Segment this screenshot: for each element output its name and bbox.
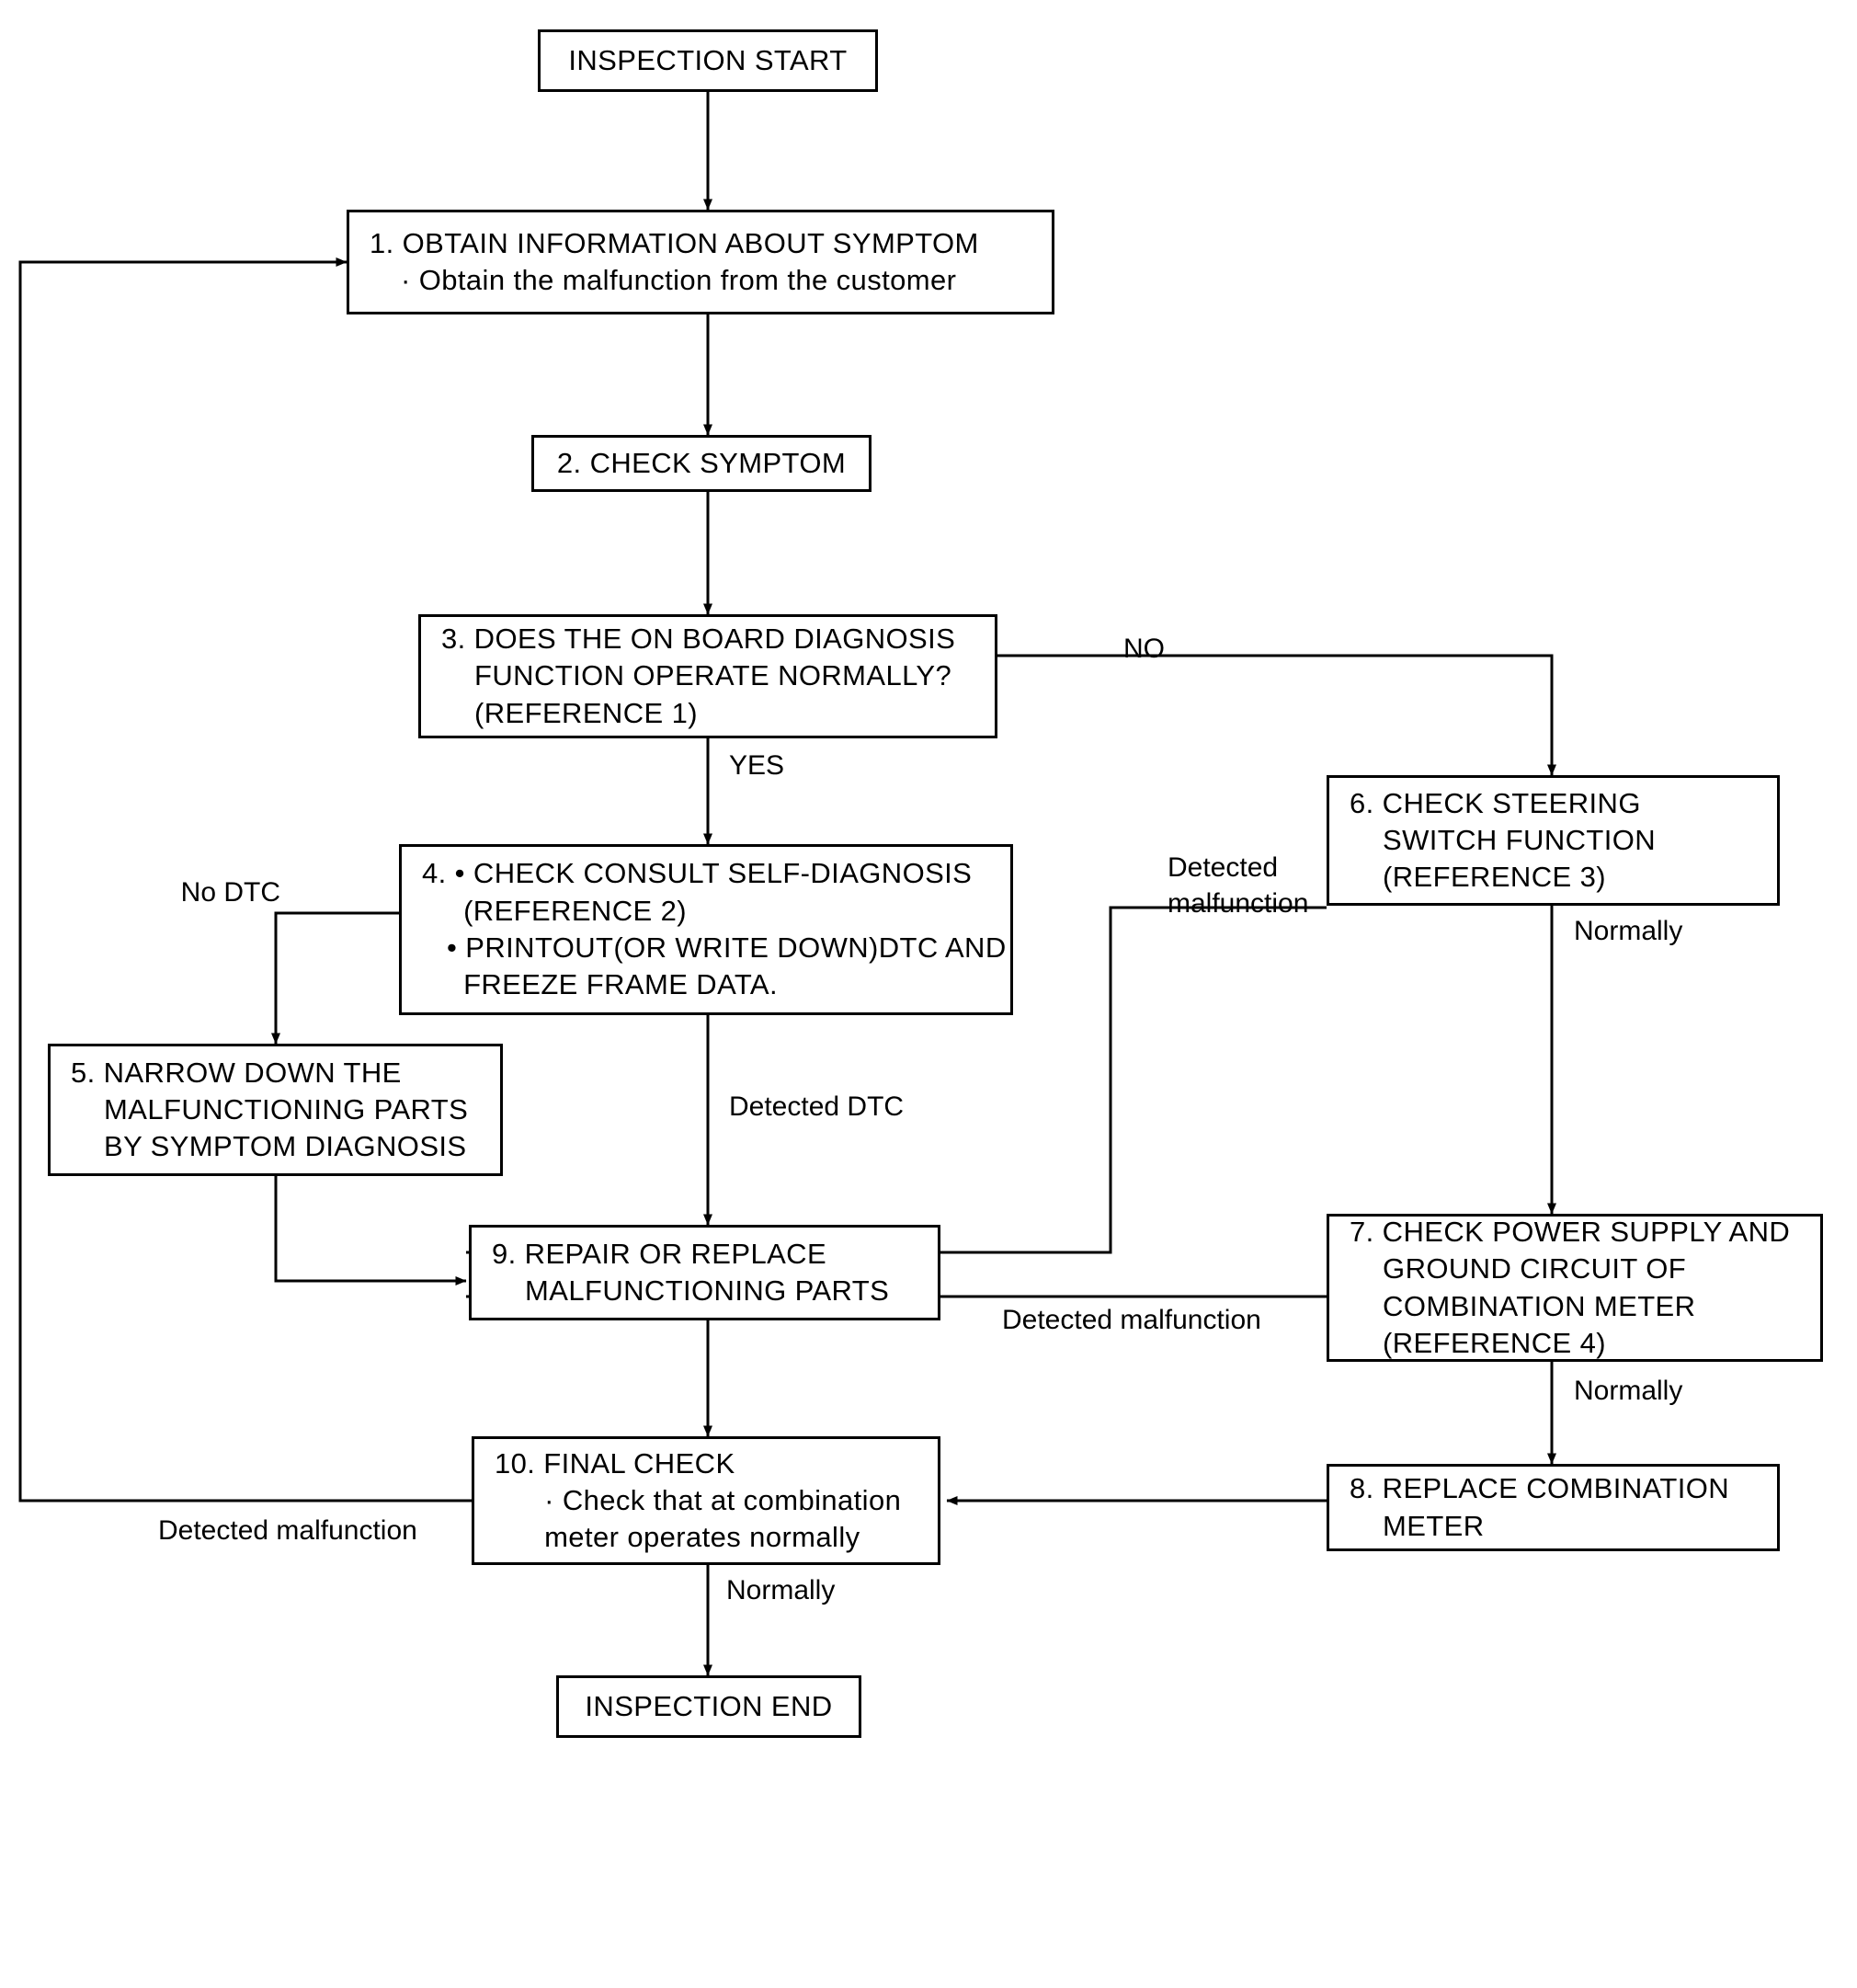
node-step-4-line-3: • PRINTOUT(OR WRITE DOWN)DTC AND	[422, 931, 1007, 964]
node-step-3-line-2: FUNCTION OPERATE NORMALLY?	[441, 659, 952, 692]
node-step-1-obtain-information[interactable]: 1. OBTAIN INFORMATION ABOUT SYMPTOM · Ob…	[347, 210, 1054, 314]
edge-label-detected-malfunction-step6-line-1: Detected	[1168, 852, 1279, 883]
node-step-9-line-2: MALFUNCTIONING PARTS	[492, 1274, 890, 1307]
node-inspection-start-line-1: INSPECTION START	[568, 43, 848, 76]
node-step-7-line-2: GROUND CIRCUIT OF	[1350, 1252, 1687, 1285]
edge-label-yes: YES	[729, 750, 785, 781]
edge-label-no-dtc: No DTC	[180, 877, 280, 908]
node-step-7-line-4: (REFERENCE 4)	[1350, 1326, 1606, 1359]
node-step-1-line-1: 1. OBTAIN INFORMATION ABOUT SYMPTOM	[370, 226, 979, 259]
node-step-8-line-2: METER	[1350, 1509, 1485, 1542]
node-step-6-line-3: (REFERENCE 3)	[1350, 861, 1606, 894]
node-step-8-replace-combination-meter[interactable]: 8. REPLACE COMBINATION METER	[1327, 1464, 1780, 1551]
edge-label-detected-dtc: Detected DTC	[729, 1091, 905, 1122]
node-step-4-consult-self-diagnosis[interactable]: 4. • CHECK CONSULT SELF-DIAGNOSIS (REFER…	[399, 844, 1013, 1015]
edge-step3-to-step6	[997, 654, 1556, 776]
node-inspection-end-line-1: INSPECTION END	[585, 1689, 833, 1722]
node-step-4-line-1: 4. • CHECK CONSULT SELF-DIAGNOSIS	[422, 857, 973, 890]
edge-label-normally-step10: Normally	[726, 1575, 836, 1605]
node-inspection-end[interactable]: INSPECTION END	[556, 1675, 861, 1738]
node-step-10-line-1: 10. FINAL CHECK	[495, 1446, 735, 1480]
node-step-2-line-1: 2. CHECK SYMPTOM	[556, 446, 847, 479]
node-step-4-line-4: FREEZE FRAME DATA.	[422, 968, 778, 1001]
edge-label-detected-malfunction-step6-line-2: malfunction	[1168, 888, 1309, 919]
edge-step4-to-step5	[271, 911, 399, 1045]
node-step-2-check-symptom[interactable]: 2. CHECK SYMPTOM	[531, 435, 872, 492]
node-step-3-on-board-diagnosis[interactable]: 3. DOES THE ON BOARD DIAGNOSIS FUNCTION …	[418, 614, 997, 738]
node-step-8-line-1: 8. REPLACE COMBINATION	[1350, 1472, 1730, 1505]
node-step-6-line-1: 6. CHECK STEERING	[1350, 786, 1641, 819]
node-step-9-repair-or-replace[interactable]: 9. REPAIR OR REPLACE MALFUNCTIONING PART…	[469, 1225, 940, 1320]
node-step-9-line-1: 9. REPAIR OR REPLACE	[492, 1237, 827, 1270]
node-step-5-line-2: MALFUNCTIONING PARTS	[71, 1092, 469, 1125]
node-step-3-line-3: (REFERENCE 1)	[441, 696, 698, 729]
edge-label-detected-malfunction-step10: Detected malfunction	[158, 1515, 417, 1546]
edge-label-no: NO	[1123, 634, 1165, 664]
node-step-5-line-1: 5. NARROW DOWN THE	[71, 1056, 402, 1089]
node-step-7-check-power-supply[interactable]: 7. CHECK POWER SUPPLY AND GROUND CIRCUIT…	[1327, 1214, 1823, 1362]
node-step-10-final-check[interactable]: 10. FINAL CHECK · Check that at combinat…	[472, 1436, 940, 1565]
node-step-5-narrow-down-parts[interactable]: 5. NARROW DOWN THE MALFUNCTIONING PARTS …	[48, 1044, 503, 1176]
node-step-5-line-3: BY SYMPTOM DIAGNOSIS	[71, 1130, 467, 1163]
node-step-7-line-1: 7. CHECK POWER SUPPLY AND	[1350, 1215, 1791, 1248]
node-step-3-line-1: 3. DOES THE ON BOARD DIAGNOSIS	[441, 623, 956, 656]
edge-label-detected-malfunction-step7: Detected malfunction	[1002, 1305, 1261, 1335]
node-step-10-line-2: · Check that at combination	[495, 1483, 902, 1516]
node-step-7-line-3: COMBINATION METER	[1350, 1289, 1696, 1322]
node-step-6-line-2: SWITCH FUNCTION	[1350, 823, 1657, 856]
edge-label-normally-step6: Normally	[1574, 916, 1683, 946]
node-inspection-start[interactable]: INSPECTION START	[538, 29, 878, 92]
edge-step5-to-step9	[274, 1176, 467, 1285]
node-step-6-check-steering-switch[interactable]: 6. CHECK STEERING SWITCH FUNCTION (REFER…	[1327, 775, 1780, 906]
edge-label-normally-step7: Normally	[1574, 1376, 1683, 1406]
node-step-4-line-2: (REFERENCE 2)	[422, 894, 687, 927]
node-step-1-line-2: · Obtain the malfunction from the custom…	[401, 264, 957, 296]
node-step-10-line-3: meter operates normally	[495, 1521, 860, 1554]
